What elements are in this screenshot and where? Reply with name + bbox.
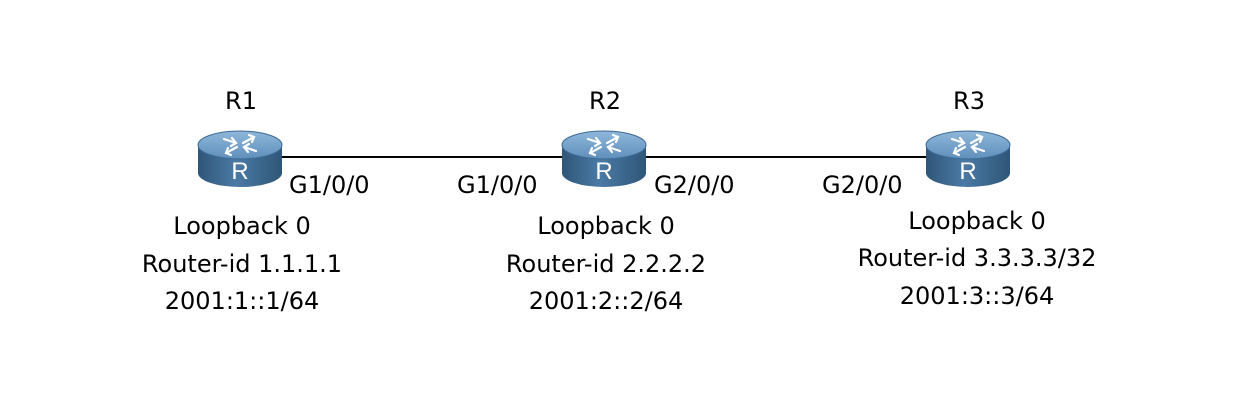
r1-ipv6-address: 2001:1::1/64 bbox=[164, 287, 320, 315]
router-label-r1: R1 bbox=[225, 87, 257, 115]
r2-router-id: Router-id 2.2.2.2 bbox=[505, 250, 707, 278]
router-icon-r2: R bbox=[561, 130, 647, 187]
r3-ipv6-address: 2001:3::3/64 bbox=[899, 282, 1055, 310]
svg-text:R: R bbox=[595, 158, 612, 185]
port-label-r2-g2: G2/0/0 bbox=[654, 171, 735, 199]
port-label-r1-g1: G1/0/0 bbox=[289, 171, 370, 199]
r2-loopback-label: Loopback 0 bbox=[537, 212, 675, 240]
port-label-r3-g2: G2/0/0 bbox=[822, 171, 903, 199]
port-label-r2-g1: G1/0/0 bbox=[457, 171, 538, 199]
router-icon-r1: R bbox=[197, 130, 283, 187]
router-label-r3: R3 bbox=[953, 87, 985, 115]
router-label-r2: R2 bbox=[589, 87, 621, 115]
r3-router-id: Router-id 3.3.3.3/32 bbox=[857, 244, 1097, 272]
r2-ipv6-address: 2001:2::2/64 bbox=[528, 287, 684, 315]
r1-loopback-label: Loopback 0 bbox=[173, 212, 311, 240]
r1-router-id: Router-id 1.1.1.1 bbox=[141, 250, 343, 278]
router-icon-r3: R bbox=[925, 130, 1011, 187]
r3-loopback-label: Loopback 0 bbox=[908, 207, 1046, 235]
svg-text:R: R bbox=[959, 158, 976, 185]
svg-text:R: R bbox=[231, 158, 248, 185]
